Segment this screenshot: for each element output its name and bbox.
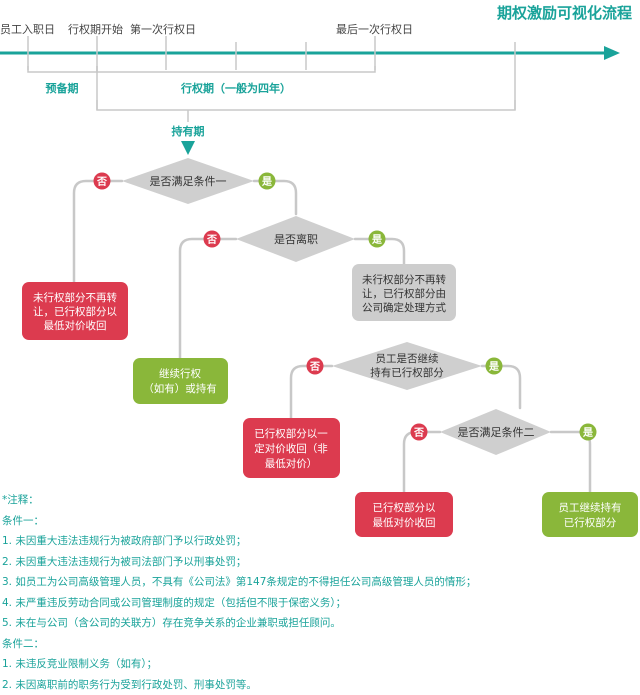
outcome-box-green-1: 继续行权 （如有）或持有: [133, 358, 228, 404]
decision-continue-hold-line2: 持有已行权部分: [370, 366, 444, 379]
svg-text:是: 是: [488, 361, 499, 373]
svg-text:公司确定处理方式: 公司确定处理方式: [362, 301, 446, 314]
timeline-ticks: [28, 36, 515, 110]
badge-no-3: 否: [307, 358, 324, 375]
badge-no-1: 否: [94, 173, 111, 190]
note-item: 2. 未因重大违法违规行为被司法部门予以刑事处罚；: [2, 552, 638, 573]
outcome-box-gray: 未行权部分不再转 让，已行权部分由 公司确定处理方式: [352, 264, 456, 321]
timeline-label-first: 第一次行权日: [130, 22, 196, 36]
timeline-label-last: 最后一次行权日: [336, 22, 413, 36]
decision-condition-two-label: 是否满足条件二: [458, 425, 535, 439]
svg-text:是: 是: [371, 234, 382, 246]
note-item: 1. 未违反竞业限制义务（如有）；: [2, 654, 638, 675]
timeline-arrow-icon: [604, 46, 620, 60]
svg-text:否: 否: [96, 176, 107, 188]
decision-continue-hold-line1: 员工是否继续: [376, 352, 439, 365]
note-item: 3. 如员工为公司高级管理人员，不具有《公司法》第147条规定的不得担任公司高级…: [2, 572, 638, 593]
badge-yes-2: 是: [369, 231, 386, 248]
svg-text:最低对价）: 最低对价）: [265, 457, 318, 470]
svg-text:（如有）或持有: （如有）或持有: [143, 382, 217, 395]
svg-text:否: 否: [309, 361, 320, 373]
svg-text:最低对价收回: 最低对价收回: [44, 319, 107, 332]
svg-text:否: 否: [206, 234, 217, 246]
decision-condition-one-label: 是否满足条件一: [150, 174, 227, 188]
holding-period-label: 持有期: [172, 124, 205, 138]
svg-text:未行权部分不再转: 未行权部分不再转: [362, 273, 446, 286]
decision-resign-label: 是否离职: [274, 232, 318, 246]
note-condition-one-title: 条件一：: [2, 511, 638, 532]
svg-text:未行权部分不再转: 未行权部分不再转: [33, 291, 117, 304]
exercise-period-label: 行权期（一般为四年）: [180, 81, 291, 95]
note-condition-two-title: 条件二：: [2, 634, 638, 655]
svg-text:继续行权: 继续行权: [159, 367, 201, 380]
svg-text:让，已行权部分以: 让，已行权部分以: [33, 305, 117, 318]
badge-no-2: 否: [204, 231, 221, 248]
note-item: 5. 未在与公司（含公司的关联方）存在竞争关系的企业兼职或担任顾问。: [2, 613, 638, 634]
down-arrow-icon: [181, 141, 195, 155]
svg-text:否: 否: [413, 427, 424, 439]
timeline-label-hire: 员工入职日: [0, 23, 55, 36]
note-item: 2. 未因离职前的职务行为受到行政处罚、刑事处罚等。: [2, 675, 638, 695]
note-header: *注释：: [2, 490, 638, 511]
badge-no-4: 否: [411, 424, 428, 441]
svg-text:是: 是: [261, 176, 272, 188]
timeline-label-start: 行权期开始: [68, 22, 123, 36]
note-item: 4. 未严重违反劳动合同或公司管理制度的规定（包括但不限于保密义务）；: [2, 593, 638, 614]
note-item: 1. 未因重大违法违规行为被政府部门予以行政处罚；: [2, 531, 638, 552]
svg-text:让，已行权部分由: 让，已行权部分由: [362, 287, 446, 300]
footnotes: *注释： 条件一： 1. 未因重大违法违规行为被政府部门予以行政处罚； 2. 未…: [2, 490, 638, 695]
badge-yes-3: 是: [486, 358, 503, 375]
decision-continue-hold: [332, 342, 482, 390]
svg-text:是: 是: [582, 427, 593, 439]
badge-yes-4: 是: [580, 424, 597, 441]
svg-text:定对价收回（非: 定对价收回（非: [254, 442, 328, 455]
svg-text:已行权部分以一: 已行权部分以一: [254, 427, 328, 440]
prep-period-label: 预备期: [46, 81, 79, 95]
outcome-box-red-1: 未行权部分不再转 让，已行权部分以 最低对价收回: [22, 282, 128, 340]
outcome-box-red-2: 已行权部分以一 定对价收回（非 最低对价）: [243, 418, 340, 478]
badge-yes-1: 是: [259, 173, 276, 190]
